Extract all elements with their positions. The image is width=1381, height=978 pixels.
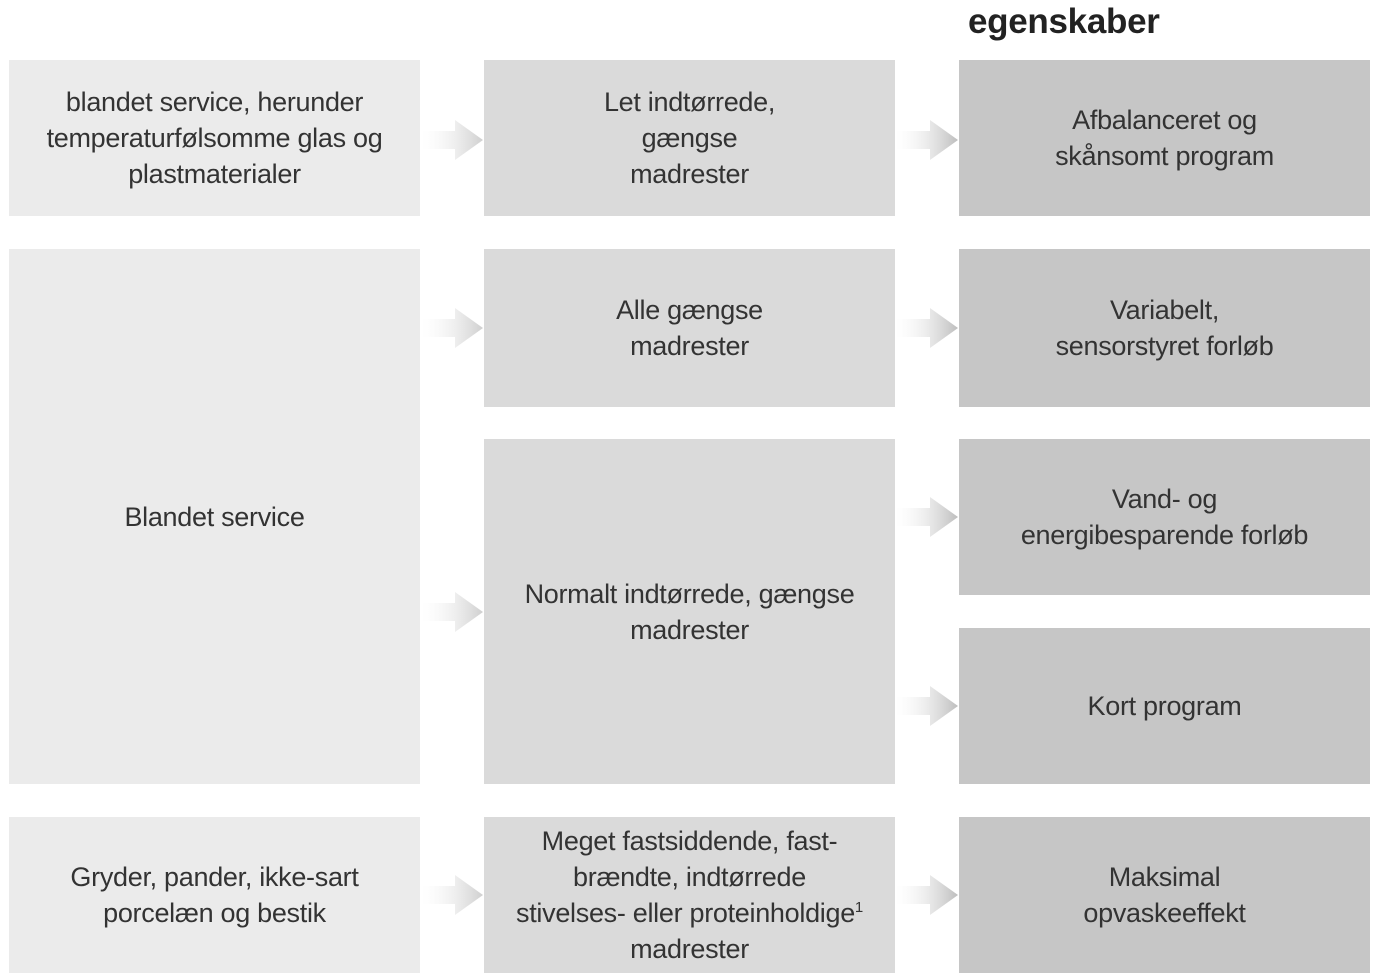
- property-box-short-program: Kort program: [959, 628, 1370, 784]
- flow-arrow-icon: [896, 875, 958, 915]
- footnote-marker: 1: [854, 899, 863, 916]
- soiling-box-heavily-baked: Meget fastsiddende, fast- brændte, indtø…: [484, 817, 895, 973]
- box-text-fragment: stivelses- eller proteinholdige: [516, 898, 855, 928]
- box-text-line: plastmaterialer: [128, 159, 301, 189]
- box-text-line: opvaskeeffekt: [1083, 898, 1246, 928]
- box-text-line: skånsomt program: [1055, 141, 1274, 171]
- column-header-egenskaber: egenskaber: [968, 2, 1160, 41]
- box-text-line: blandet service, herunder: [65, 87, 364, 117]
- box-text-line: Gryder, pander, ikke-sart: [70, 862, 359, 892]
- service-box-pots-pans: Gryder, pander, ikke-sart porcelæn og be…: [9, 817, 420, 973]
- box-text-line: madrester: [630, 331, 749, 361]
- box-text-line: stivelses- eller proteinholdige1: [516, 895, 863, 931]
- box-text-line: Vand- og: [1111, 484, 1218, 514]
- property-box-maximum-cleaning: Maksimal opvaskeeffekt: [959, 817, 1370, 973]
- box-text-line: Maksimal: [1108, 862, 1221, 892]
- soiling-box-normally-dried: Normalt indtørrede, gængse madrester: [484, 439, 895, 784]
- box-text-line: Meget fastsiddende, fast-: [541, 826, 838, 856]
- flow-arrow-icon: [896, 686, 958, 726]
- box-text-line: energibesparende forløb: [1020, 520, 1309, 550]
- box-text-line: Let indtørrede,: [603, 87, 776, 117]
- flow-arrow-icon: [896, 120, 958, 160]
- box-text-line: Normalt indtørrede, gængse: [524, 578, 855, 609]
- soiling-box-lightly-dried: Let indtørrede, gængse madrester: [484, 60, 895, 216]
- service-box-mixed-temperature-sensitive: blandet service, herunder temperaturføls…: [9, 60, 420, 216]
- box-text-line: madrester: [630, 159, 749, 189]
- box-text-line: Blandet service: [124, 501, 305, 532]
- box-text-line: Kort program: [1087, 691, 1242, 721]
- box-text-line: temperaturfølsomme glas og: [46, 123, 383, 153]
- property-box-balanced-gentle: Afbalanceret og skånsomt program: [959, 60, 1370, 216]
- soiling-box-all-common: Alle gængse madrester: [484, 249, 895, 407]
- flow-arrow-icon: [421, 120, 483, 160]
- property-box-sensor-controlled: Variabelt, sensorstyret forløb: [959, 249, 1370, 407]
- service-box-mixed: Blandet service: [9, 249, 420, 784]
- box-text-line: Afbalanceret og: [1072, 105, 1257, 135]
- box-text-line: sensorstyret forløb: [1055, 331, 1274, 361]
- flow-arrow-icon: [896, 497, 958, 537]
- flow-arrow-icon: [421, 875, 483, 915]
- box-text-line: porcelæn og bestik: [103, 898, 326, 928]
- box-text-line: gængse: [641, 123, 738, 153]
- box-text-line: brændte, indtørrede: [573, 862, 806, 892]
- flow-arrow-icon: [421, 592, 483, 632]
- box-text-line: madrester: [630, 934, 749, 964]
- property-box-eco: Vand- og energibesparende forløb: [959, 439, 1370, 595]
- flow-arrow-icon: [896, 308, 958, 348]
- box-text-line: madrester: [630, 614, 749, 645]
- box-text-line: Alle gængse: [616, 295, 763, 325]
- flow-arrow-icon: [421, 308, 483, 348]
- box-text-line: Variabelt,: [1109, 295, 1220, 325]
